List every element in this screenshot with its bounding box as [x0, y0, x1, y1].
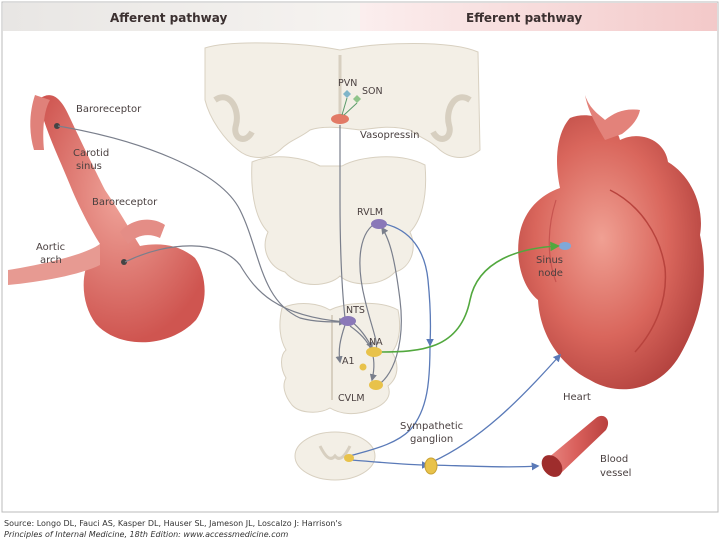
nts-to-na-path — [351, 321, 373, 350]
label-heart: Heart — [563, 392, 591, 403]
carotid-baroreceptor-marker — [54, 123, 60, 129]
spinal-intermediolateral-nucleus — [344, 454, 354, 462]
nts-nucleus — [340, 316, 356, 326]
afferent-header: Afferent pathway — [110, 11, 227, 25]
nts-to-a1-path — [335, 324, 346, 364]
pvn-son-output-nucleus — [331, 114, 349, 124]
label-aortic-arch-2: arch — [40, 255, 62, 266]
label-carotid-sinus-1: Carotid — [73, 148, 109, 159]
hypothalamus-section — [204, 42, 481, 158]
heart-illustration — [518, 95, 704, 390]
label-baroreceptor-aortic: Baroreceptor — [92, 197, 158, 208]
label-son: SON — [362, 86, 383, 97]
label-sinus-node-1: Sinus — [536, 255, 563, 266]
rvlm-loop-path — [359, 221, 379, 353]
spinal-cord-section — [294, 431, 376, 481]
spinal-to-ganglion-path — [349, 459, 430, 469]
na-nucleus — [366, 347, 382, 357]
a1-nucleus — [359, 363, 367, 371]
aortic-afferent-path — [124, 245, 347, 326]
upper-medulla-section — [251, 156, 427, 285]
afferent-header-band — [3, 3, 360, 31]
son-nucleus — [353, 95, 361, 103]
label-cvlm: CVLM — [338, 393, 365, 404]
blood-vessel-illustration — [541, 415, 609, 477]
label-sympathetic-2: ganglion — [410, 434, 453, 445]
label-carotid-sinus-2: sinus — [76, 161, 102, 172]
label-na: NA — [369, 337, 383, 348]
ganglion-to-vessel-path — [431, 462, 540, 471]
na-to-sinus-node-path — [377, 241, 560, 353]
rvlm-nucleus — [371, 219, 387, 229]
ganglion-to-heart-path — [431, 353, 562, 463]
label-vasopressin: Vasopressin — [360, 130, 419, 141]
source-line-2: Principles of Internal Medicine, 18th Ed… — [4, 530, 288, 539]
label-rvlm: RVLM — [357, 207, 383, 218]
efferent-header: Efferent pathway — [466, 11, 582, 25]
pvn-nucleus — [343, 90, 351, 98]
label-blood-vessel-1: Blood — [600, 454, 628, 465]
label-sympathetic-1: Sympathetic — [400, 421, 463, 432]
cvlm-to-rvlm-path — [371, 226, 402, 389]
label-baroreceptor-carotid: Baroreceptor — [76, 104, 142, 115]
carotid-aorta-illustration — [8, 95, 205, 343]
label-aortic-arch-1: Aortic — [36, 242, 65, 253]
efferent-header-band — [360, 3, 717, 31]
label-pvn: PVN — [338, 78, 357, 89]
cvlm-nucleus — [369, 380, 383, 390]
label-a1: A1 — [342, 356, 355, 367]
label-blood-vessel-2: vessel — [600, 468, 631, 479]
rvlm-descending-path — [384, 223, 434, 347]
sympathetic-ganglion-marker — [424, 457, 438, 475]
label-sinus-node-2: node — [538, 268, 563, 279]
label-nts: NTS — [346, 305, 365, 316]
aortic-baroreceptor-marker — [121, 259, 127, 265]
nts-to-pvn-path — [339, 125, 346, 319]
carotid-afferent-path — [57, 125, 347, 326]
sinus-node-marker — [559, 242, 571, 250]
descending-to-spinal-path — [349, 344, 431, 457]
source-line-1: Source: Longo DL, Fauci AS, Kasper DL, H… — [4, 519, 342, 528]
